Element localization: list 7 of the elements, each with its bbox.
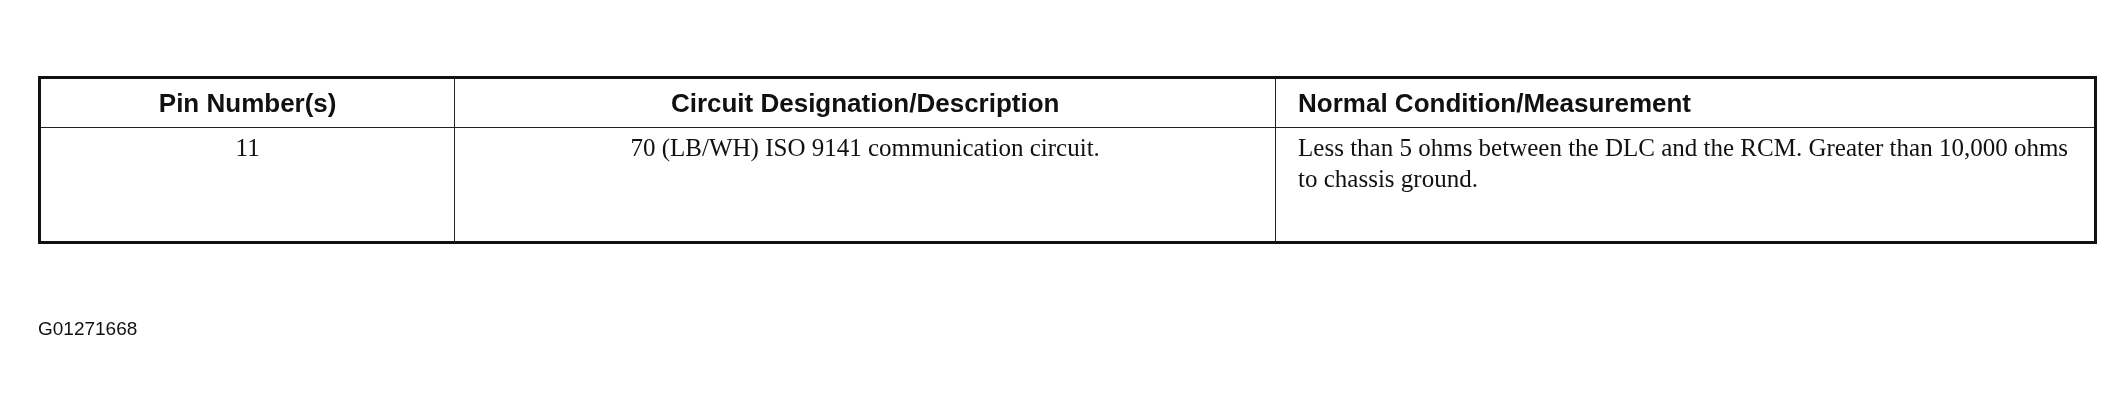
column-header: Normal Condition/Measurement: [1297, 87, 1692, 119]
circuit-description: 70 (LB/WH) ISO 9141 communication circuit.: [629, 133, 1101, 164]
pin-number: 11: [234, 133, 261, 163]
column-header: Pin Number(s): [157, 87, 338, 119]
figure-code: G01271668: [38, 318, 138, 340]
measurement-text: Less than 5 ohms between the DLC and the RCM. Greater than 10,000 ohms to chassis ground.: [1297, 133, 2070, 194]
column-header: Circuit Designation/Description: [669, 87, 1061, 119]
